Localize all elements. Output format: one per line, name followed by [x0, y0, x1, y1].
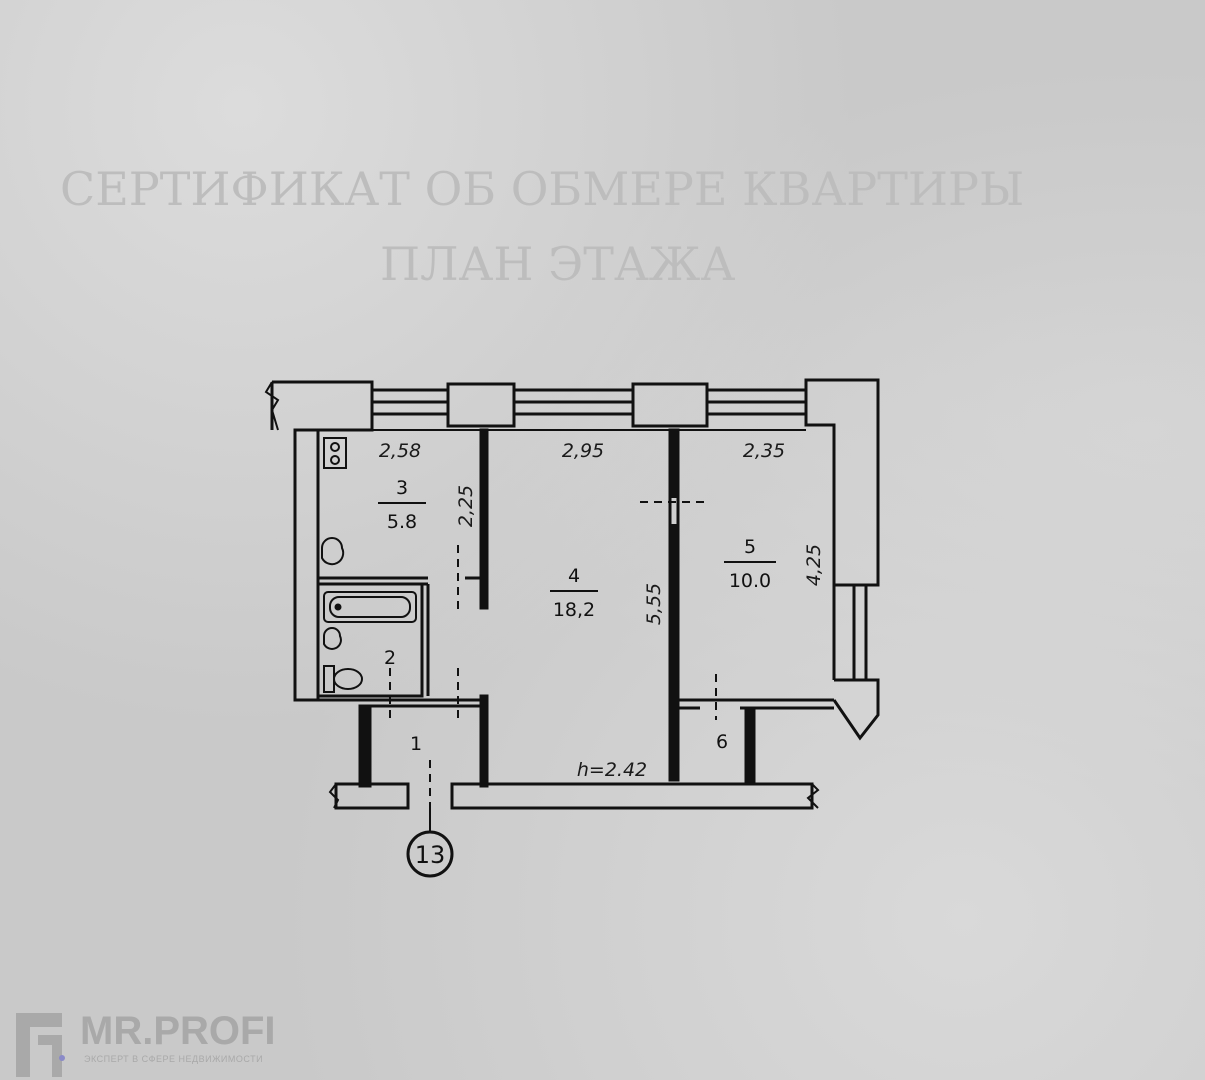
- dim-living-depth: 5,55: [643, 583, 665, 625]
- room-labels: 3 5.8 4 18,2 5 10.0 2 1 6: [378, 477, 776, 755]
- stove-icon: [323, 437, 347, 469]
- room-3-area: 5.8: [387, 511, 417, 533]
- toilet-icon: [333, 668, 363, 690]
- room-6-number: 6: [716, 731, 728, 753]
- door-markers: [389, 501, 717, 808]
- watermark-logo: MR.PROFI ЭКСПЕРТ В СФЕРЕ НЕДВИЖИМОСТИ: [16, 1009, 276, 1077]
- pier-2: [631, 382, 709, 428]
- room-5-number: 5: [744, 536, 756, 558]
- room-2-number: 2: [384, 647, 396, 669]
- watermark-name: MR.PROFI: [80, 1009, 276, 1053]
- dim-living-width: 2,95: [562, 440, 604, 462]
- dim-bedroom-depth: 4,25: [803, 544, 825, 586]
- fixtures: [321, 437, 417, 693]
- bathtub-icon: [323, 591, 417, 623]
- sink-icon: [321, 537, 345, 566]
- room-5-area: 10.0: [729, 570, 771, 592]
- wall-bottom-right: [450, 782, 814, 810]
- dimension-labels: 2,58 2,25 2,95 5,55 2,35 4,25 h=2.42: [379, 440, 825, 781]
- washbasin-icon: [323, 627, 342, 650]
- walls: [264, 378, 880, 810]
- ghost-text-line-1: СЕРТИФИКАТ ОБ ОБМЕРЕ КВАРТИРЫ: [60, 162, 1024, 216]
- dim-bedroom-width: 2,35: [743, 440, 785, 462]
- watermark-tagline: ЭКСПЕРТ В СФЕРЕ НЕДВИЖИМОСТИ: [84, 1054, 263, 1064]
- pier-1: [446, 382, 516, 428]
- room-4-area: 18,2: [553, 599, 595, 621]
- dim-kitchen-width: 2,58: [379, 440, 421, 462]
- ghost-text-line-2: ПЛАН ЭТАЖА: [380, 237, 735, 291]
- logo-mark-icon: [16, 1013, 62, 1077]
- room-3-number: 3: [396, 477, 408, 499]
- dim-kitchen-depth: 2,25: [455, 485, 477, 527]
- apartment-number-marker: 13: [406, 808, 454, 878]
- room-1-number: 1: [410, 733, 422, 755]
- wall-right-lower: [832, 678, 880, 741]
- apartment-number: 13: [415, 841, 446, 869]
- ceiling-height: h=2.42: [577, 759, 647, 781]
- room-4-number: 4: [568, 565, 580, 587]
- wall-bottom-left: [334, 782, 410, 810]
- partition-living-bedroom: [668, 428, 680, 782]
